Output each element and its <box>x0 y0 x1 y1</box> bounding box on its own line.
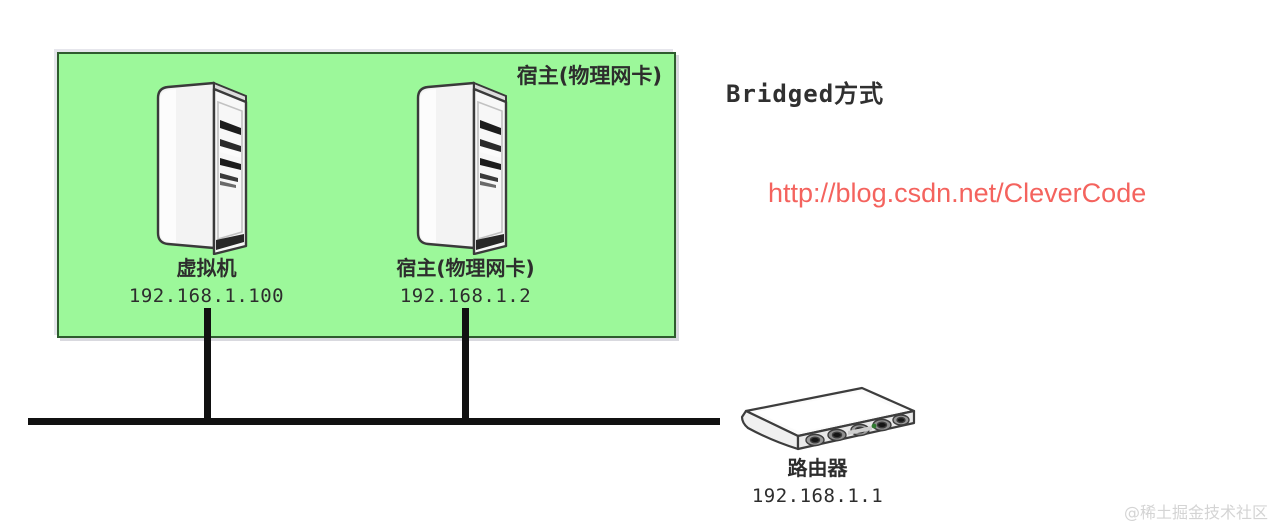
node-name-host-physical-nic: 宿主(物理网卡) <box>396 256 535 280</box>
diagram-title: Bridged方式 <box>726 80 885 108</box>
drop-line-host-physical-nic <box>462 308 469 425</box>
node-caption-host-physical-nic: 宿主(物理网卡) 192.168.1.2 <box>343 255 588 310</box>
node-ip-virtual-machine: 192.168.1.100 <box>128 285 285 307</box>
blog-url-watermark: http://blog.csdn.net/CleverCode <box>768 178 1147 208</box>
node-ip-router: 192.168.1.1 <box>751 485 884 507</box>
network-bus-line <box>28 418 720 425</box>
router-icon <box>712 383 922 455</box>
site-corner-watermark: @稀土掘金技术社区 <box>1123 503 1268 522</box>
node-name-virtual-machine: 虚拟机 <box>176 256 237 280</box>
node-ip-host-physical-nic: 192.168.1.2 <box>399 285 532 307</box>
node-caption-router: 路由器 192.168.1.1 <box>695 455 940 510</box>
node-name-router: 路由器 <box>787 456 848 480</box>
computer-tower-icon-virtual-machine <box>150 80 262 256</box>
drop-line-virtual-machine <box>204 308 211 425</box>
zone-label-host-nic: 宿主(物理网卡) <box>516 64 662 88</box>
computer-tower-icon-host-physical-nic <box>410 80 522 256</box>
node-caption-virtual-machine: 虚拟机 192.168.1.100 <box>84 255 329 310</box>
